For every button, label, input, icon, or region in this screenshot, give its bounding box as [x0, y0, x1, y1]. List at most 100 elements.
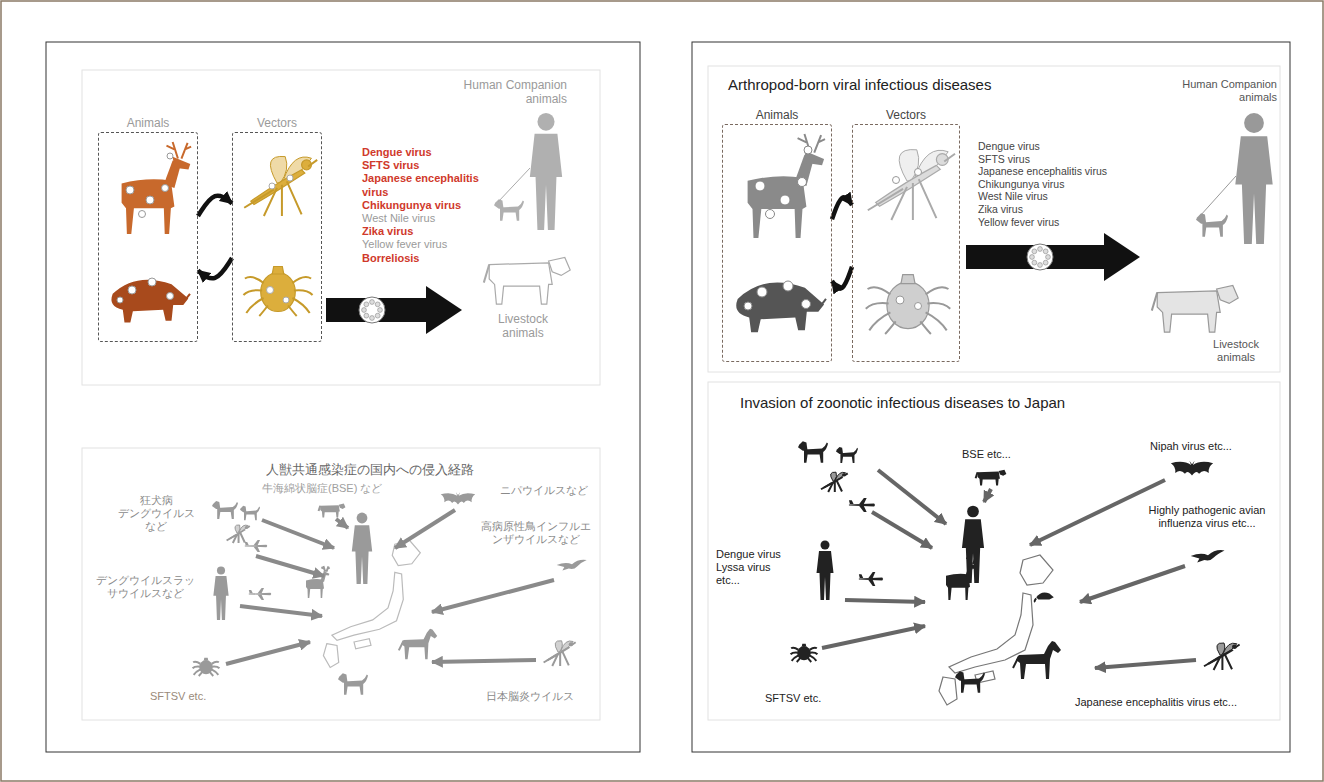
deer-limbs: [321, 566, 329, 572]
virus-spike: [375, 313, 380, 318]
cow-limbs: [1152, 293, 1157, 311]
deer-body: [748, 176, 807, 238]
virus-particle: [766, 210, 775, 219]
plane-body: [245, 542, 249, 545]
route-label: 狂犬病 デングウイルス など: [106, 494, 206, 534]
cow-figure: [1152, 285, 1238, 332]
cow-body: [549, 257, 571, 275]
person-body: [352, 525, 372, 584]
route-arrow: [845, 600, 925, 602]
box-heading: Vectors: [886, 108, 926, 122]
japan-map: [939, 555, 1053, 705]
leash: [498, 168, 530, 202]
route-arrow: [395, 510, 455, 548]
virus-name: Dengue virus: [978, 140, 1138, 153]
virus-name: Zika virus: [362, 225, 494, 238]
virus-icon: [1027, 244, 1053, 270]
tick-body: [901, 275, 915, 284]
cow-body: [1217, 285, 1239, 303]
virus-particle: [148, 278, 156, 286]
mouse-figure: [1035, 592, 1054, 602]
dog-figure: [798, 441, 828, 463]
group-box: Vectors: [852, 124, 960, 362]
route-label: 牛海綿状脳症(BSE) など: [262, 482, 382, 495]
person-figure: [1235, 113, 1272, 244]
tick-figure: [866, 275, 950, 334]
virus-name: West Nile virus: [978, 190, 1138, 203]
virus-particle: [167, 153, 173, 159]
virus-spike: [1046, 255, 1051, 260]
plane-body: [868, 580, 875, 586]
dog-body: [798, 441, 808, 451]
person-figure: [352, 513, 372, 584]
virus-particle: [798, 178, 807, 187]
virus-particle: [269, 183, 275, 189]
bird-figure: [557, 560, 587, 571]
section-title: Arthropod-born viral infectious diseases: [728, 76, 991, 94]
mosquito-limbs: [1204, 645, 1240, 671]
virus-name: Yellow fever virus: [978, 216, 1138, 229]
route-arrow: [984, 489, 991, 502]
dog-body: [836, 447, 843, 454]
route-label: 日本脳炎ウイルス: [486, 690, 574, 703]
tick-body: [204, 658, 208, 661]
route-label: Human Companion animals: [453, 78, 567, 107]
tick-body: [802, 644, 806, 647]
section-title: Invasion of zoonotic infectious diseases…: [740, 394, 1065, 412]
island: [323, 644, 338, 668]
mosquito-figure: [868, 150, 955, 220]
mosquito-figure: [227, 525, 250, 543]
virus-particle: [117, 297, 123, 303]
transmission-arrow: [966, 233, 1140, 281]
horse-limbs: [399, 641, 404, 651]
dog-body: [338, 673, 348, 683]
tick-limbs: [791, 648, 818, 662]
route-arrow: [1095, 660, 1196, 668]
sub-frame: [708, 66, 1280, 372]
person-body: [537, 113, 554, 131]
virus-particle: [126, 186, 134, 194]
island: [1020, 555, 1053, 585]
plane-figure: [249, 588, 271, 600]
virus-particle: [283, 297, 289, 303]
virus-particle: [915, 169, 922, 176]
horse-figure: [399, 629, 437, 659]
cow-body: [1157, 291, 1220, 332]
dog-body: [217, 502, 238, 519]
dog-figure: [955, 671, 985, 693]
virus-particle: [893, 177, 900, 184]
section-title: 人獣共通感染症の国内への侵入経路: [240, 462, 500, 478]
tick-figure: [243, 267, 312, 317]
cow-figure: [319, 504, 346, 518]
island: [939, 677, 957, 705]
cow-body: [339, 504, 346, 509]
route-label: Livestock animals: [478, 312, 568, 341]
dog-figure: [836, 447, 858, 463]
route-arrow: [262, 520, 334, 548]
plane-body: [258, 595, 264, 600]
virus-list: Dengue virusSFTS virusJapanese encephali…: [978, 140, 1138, 228]
route-arrow: [432, 580, 554, 612]
virus-spike: [370, 316, 375, 321]
box-heading: Vectors: [257, 116, 297, 130]
cow-figure: [976, 470, 1007, 486]
virus-list: Dengue virusSFTS virusJapanese encephali…: [362, 146, 494, 265]
boar-figure: [736, 282, 826, 332]
deer-figure: [122, 142, 192, 234]
virus-particle: [167, 293, 174, 300]
cow-limbs: [976, 472, 978, 478]
virus-spike: [1032, 249, 1037, 254]
bat-figure: [1171, 461, 1213, 476]
virus-name: West Nile virus: [362, 212, 494, 225]
deer-body: [173, 157, 191, 170]
plane-body: [859, 506, 866, 512]
panel-frame: [692, 42, 1290, 752]
route-arrow: [878, 470, 946, 524]
dog-body: [344, 674, 368, 694]
mosquito-figure: [1204, 643, 1240, 670]
boar-body: [111, 280, 188, 323]
virus-name: SFTS virus: [362, 159, 494, 172]
person-body: [213, 576, 228, 620]
person-body: [530, 134, 562, 230]
box-heading: Animals: [127, 116, 170, 130]
